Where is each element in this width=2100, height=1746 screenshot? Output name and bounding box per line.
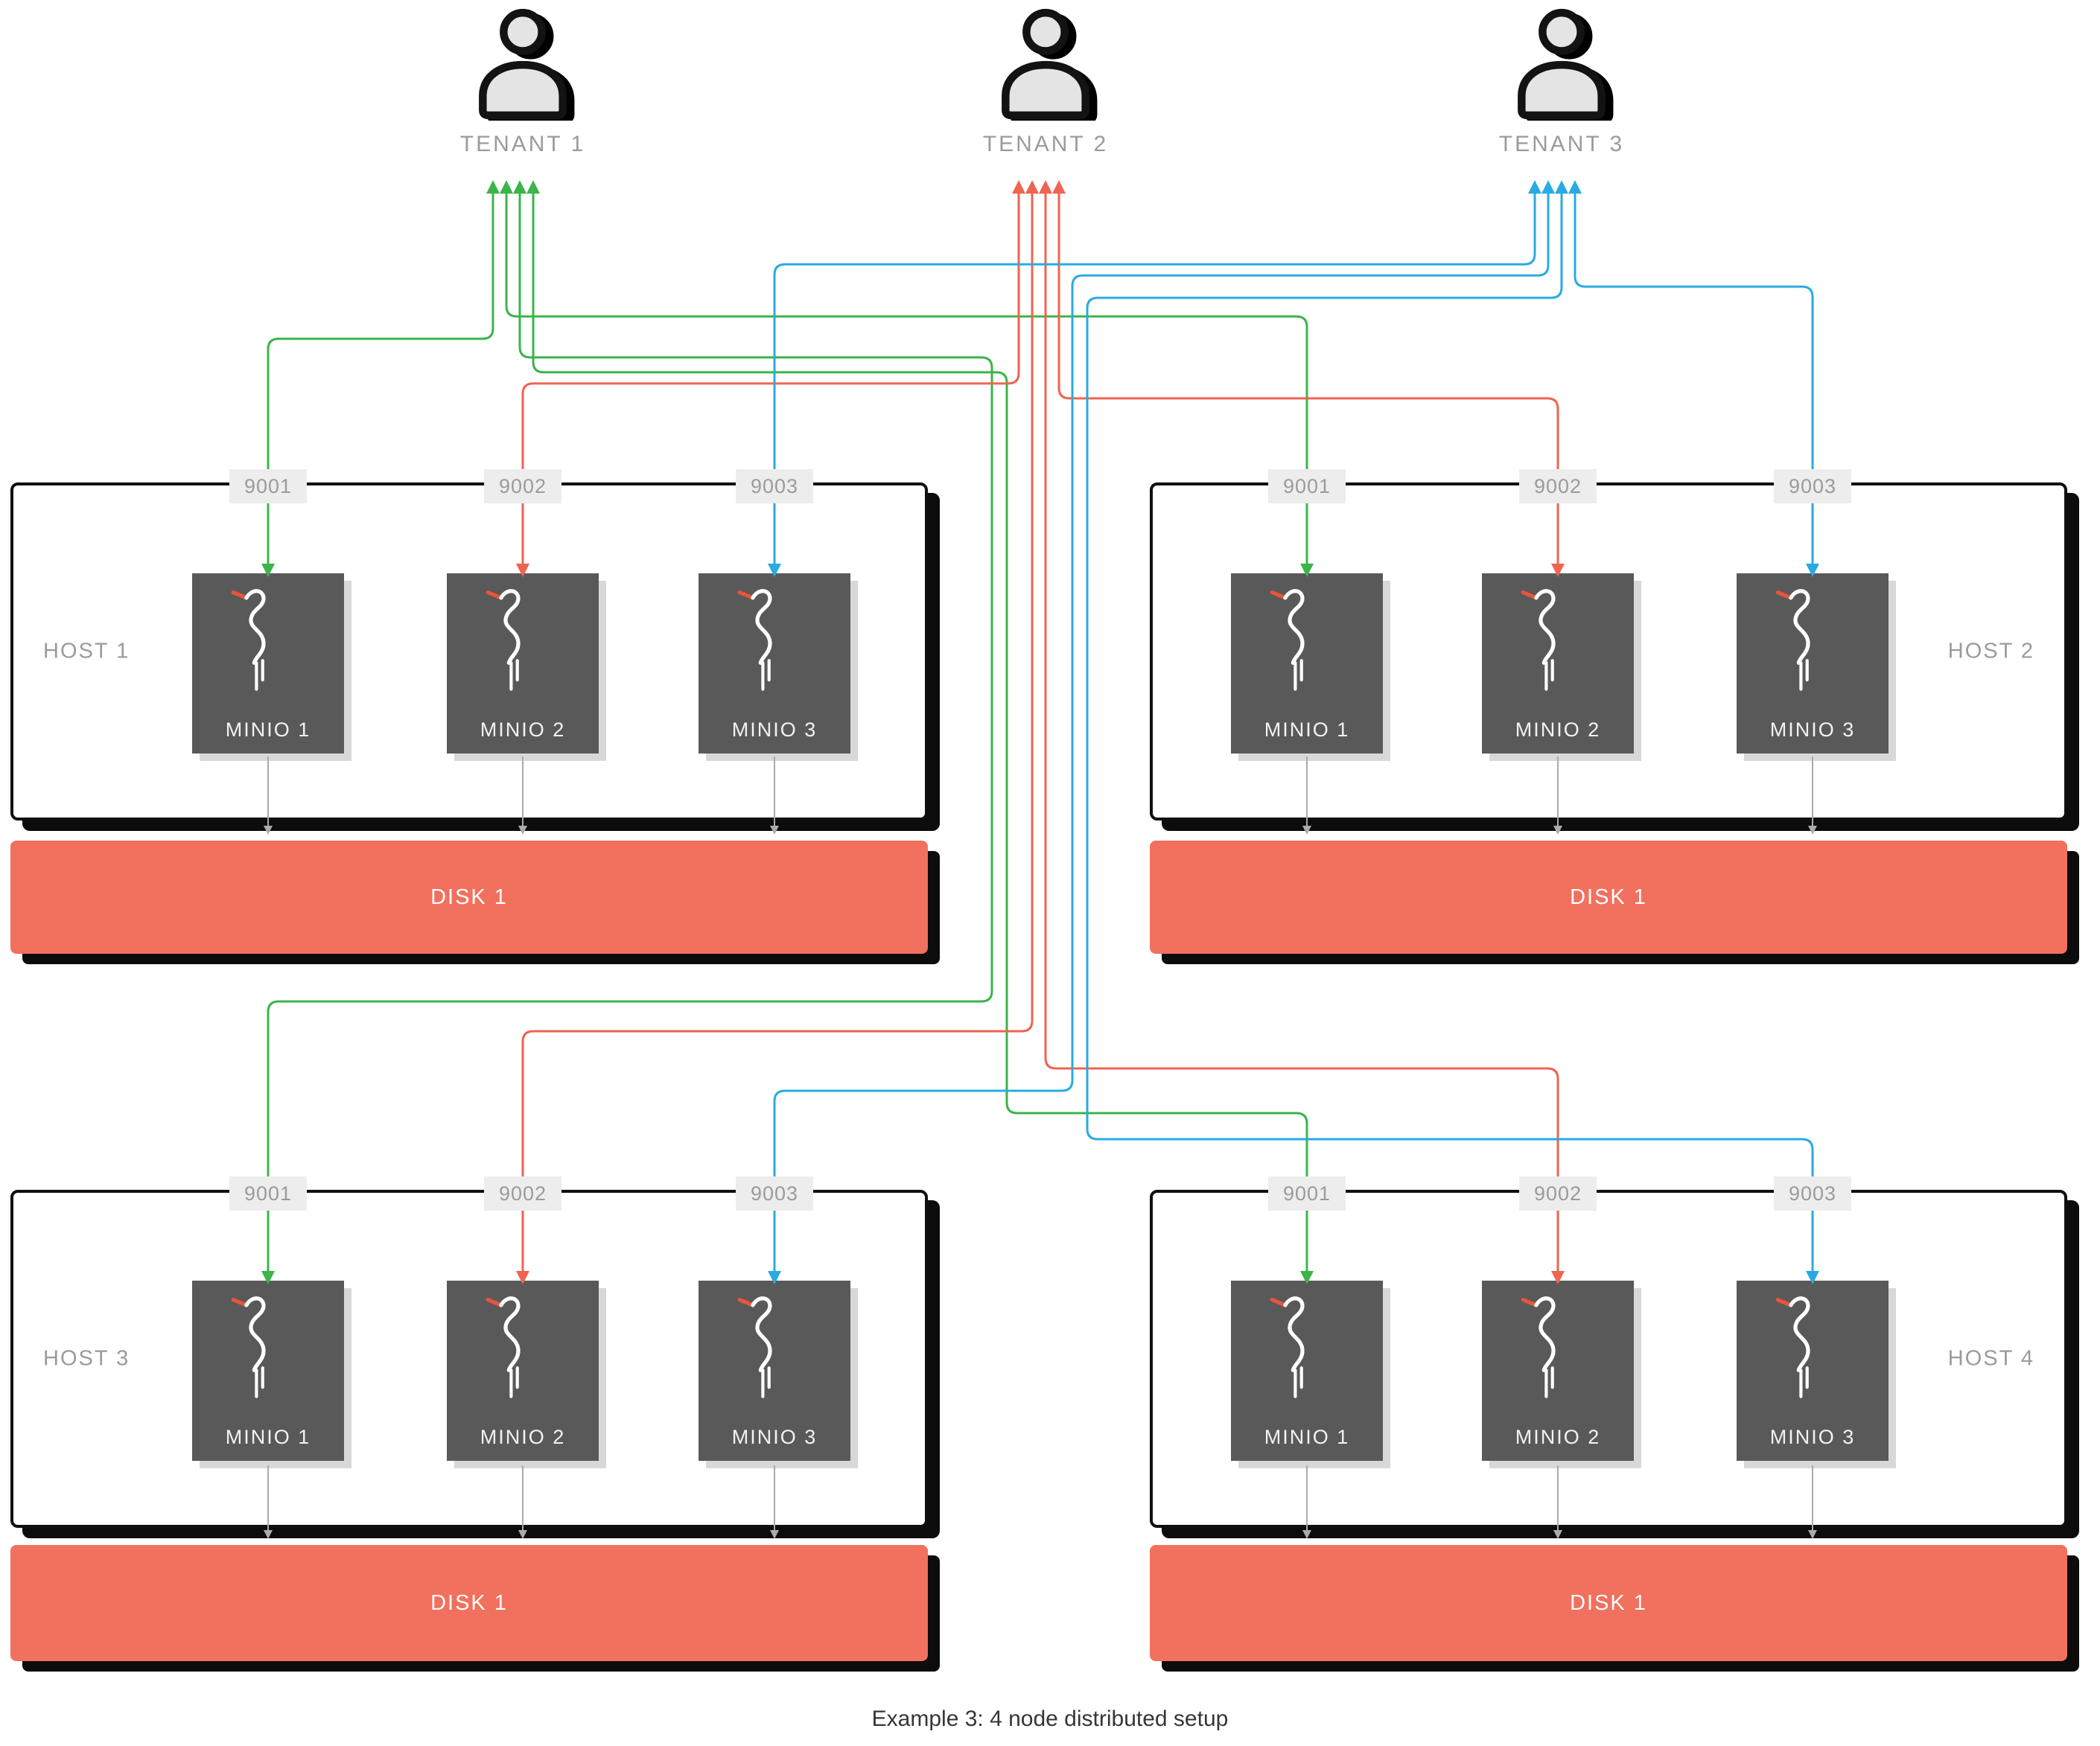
minio-node: MINIO 3 [1737, 573, 1889, 753]
minio-logo-icon [231, 1296, 266, 1398]
disk-label: DISK 1 [1570, 885, 1647, 909]
minio-node: MINIO 2 [447, 1281, 599, 1461]
minio-node: MINIO 1 [1231, 573, 1383, 753]
minio-logo-icon [1775, 1296, 1810, 1398]
minio-label: MINIO 3 [1769, 719, 1856, 741]
host-box-3: HOST 3 MINIO 1 MINIO [10, 1190, 928, 1528]
minio-label: MINIO 1 [225, 719, 311, 741]
disk-label: DISK 1 [1570, 1590, 1647, 1615]
minio-node: MINIO 3 [1737, 1281, 1889, 1461]
minio-label: MINIO 2 [1515, 1426, 1601, 1448]
minio-label: MINIO 2 [1515, 719, 1601, 741]
minio-logo-icon [231, 589, 266, 691]
port-badge: 9003 [1774, 469, 1851, 503]
host-label: HOST 4 [1947, 1346, 2034, 1371]
disk-bar: DISK 1 [1150, 1545, 2067, 1661]
port-badge: 9002 [484, 1176, 561, 1211]
minio-node: MINIO 1 [1231, 1281, 1383, 1461]
host-label: HOST 3 [43, 1346, 130, 1371]
minio-label: MINIO 2 [480, 1426, 566, 1448]
minio-label: MINIO 2 [480, 719, 566, 741]
minio-node: MINIO 3 [699, 573, 850, 753]
port-badge: 9001 [229, 1176, 307, 1211]
port-badge: 9002 [1519, 469, 1597, 503]
minio-node: MINIO 2 [1482, 573, 1634, 753]
person-icon [479, 8, 575, 124]
host-box-2: HOST 2 MINIO 1 MINIO [1150, 482, 2067, 821]
minio-node: MINIO 1 [192, 1281, 344, 1461]
minio-logo-icon [486, 589, 521, 691]
port-badge: 9003 [736, 469, 813, 503]
tenant-label: TENANT 3 [1498, 132, 1625, 156]
host-box-1: HOST 1 MINIO 1 MINIO [10, 482, 928, 821]
disk-bar: DISK 1 [10, 841, 928, 954]
minio-label: MINIO 1 [1264, 1426, 1350, 1448]
caption: Example 3: 4 node distributed setup [871, 1707, 1229, 1731]
disk-label: DISK 1 [430, 885, 508, 909]
minio-node: MINIO 2 [1482, 1281, 1634, 1461]
minio-label: MINIO 1 [1264, 719, 1350, 741]
minio-logo-icon [737, 1296, 772, 1398]
host-label: HOST 2 [1947, 639, 2034, 663]
minio-label: MINIO 3 [731, 1426, 818, 1448]
tenant-1: TENANT 1 [433, 7, 612, 157]
host-box-4: HOST 4 MINIO 1 MINIO [1150, 1190, 2067, 1528]
port-badge: 9001 [1268, 1176, 1346, 1211]
minio-node: MINIO 1 [192, 573, 344, 753]
disk-bar: DISK 1 [10, 1545, 928, 1661]
disk-label: DISK 1 [430, 1590, 508, 1615]
minio-logo-icon [1521, 1296, 1556, 1398]
minio-node: MINIO 3 [699, 1281, 850, 1461]
port-badge: 9001 [229, 469, 307, 503]
tenant-2: TENANT 2 [956, 7, 1135, 157]
minio-logo-icon [1521, 589, 1556, 691]
minio-node: MINIO 2 [447, 573, 599, 753]
port-badge: 9002 [1519, 1176, 1597, 1211]
minio-logo-icon [1270, 1296, 1305, 1398]
person-icon [1518, 8, 1614, 124]
tenant-label: TENANT 2 [982, 132, 1109, 156]
minio-label: MINIO 1 [225, 1426, 311, 1448]
port-badge: 9001 [1268, 469, 1346, 503]
minio-logo-icon [1270, 589, 1305, 691]
minio-label: MINIO 3 [731, 719, 818, 741]
port-badge: 9002 [484, 469, 561, 503]
port-badge: 9003 [736, 1176, 813, 1211]
minio-logo-icon [486, 1296, 521, 1398]
port-badge: 9003 [1774, 1176, 1851, 1211]
disk-bar: DISK 1 [1150, 841, 2067, 954]
tenant-label: TENANT 1 [459, 132, 586, 156]
host-label: HOST 1 [43, 639, 130, 663]
minio-label: MINIO 3 [1769, 1426, 1856, 1448]
minio-logo-icon [737, 589, 772, 691]
tenant-3: TENANT 3 [1472, 7, 1651, 157]
person-icon [1002, 8, 1098, 124]
minio-logo-icon [1775, 589, 1810, 691]
